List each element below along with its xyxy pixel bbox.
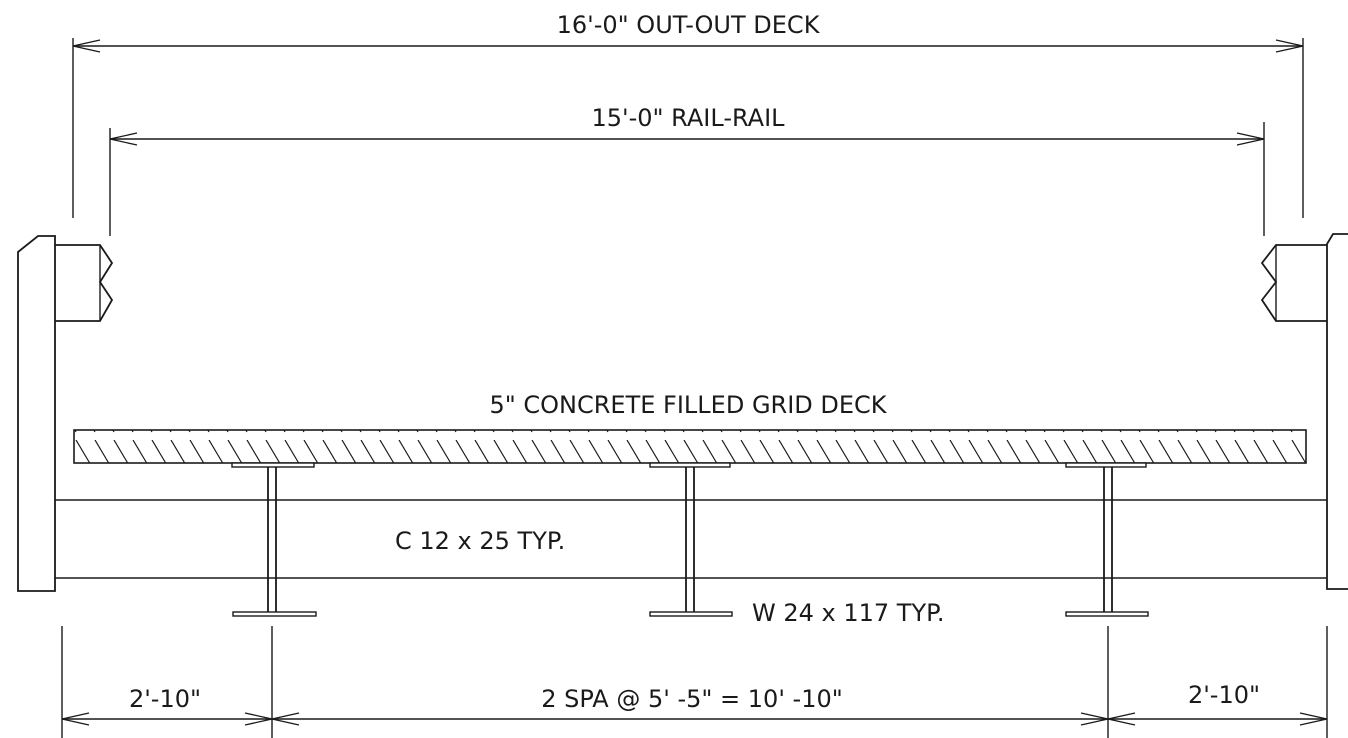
channel-diaphragm (55, 499, 1327, 579)
rail-rail-label: 15'-0" RAIL-RAIL (591, 104, 785, 132)
channel-label: C 12 x 25 TYP. (395, 527, 565, 555)
girder-left (231, 462, 317, 617)
grid-deck-label: 5" CONCRETE FILLED GRID DECK (489, 391, 887, 419)
left-guard-rail (55, 244, 114, 322)
girder-spacing-label: 2 SPA @ 5' -5" = 10' -10" (541, 685, 843, 713)
girder-right (1065, 462, 1149, 617)
girder-label: W 24 x 117 TYP. (752, 599, 944, 627)
left-curb (17, 235, 56, 592)
right-guard-rail (1260, 244, 1327, 322)
left-overhang-label: 2'-10" (129, 685, 201, 713)
out-out-deck-label: 16'-0" OUT-OUT DECK (557, 11, 821, 39)
girder-center (649, 462, 733, 617)
bottom-dimensions (61, 626, 1328, 738)
right-curb (1326, 233, 1348, 590)
right-overhang-label: 2'-10" (1188, 681, 1260, 709)
dimension-out-out-deck: 16'-0" OUT-OUT DECK (72, 11, 1304, 218)
dimension-rail-rail: 15'-0" RAIL-RAIL (109, 104, 1265, 236)
concrete-grid-deck (73, 429, 1307, 464)
